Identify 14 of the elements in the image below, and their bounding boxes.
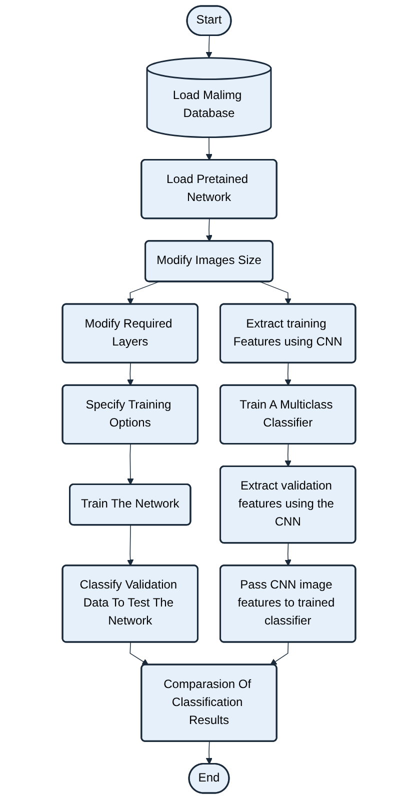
arrow [206,35,212,58]
arrow [127,524,134,566]
arrow [284,362,292,386]
arrow [127,362,134,386]
arrow [130,642,149,666]
arrow [206,136,212,160]
arrow [127,281,160,305]
arrow [260,281,292,305]
arrow [284,444,292,467]
arrow [127,444,134,485]
arrow [206,218,212,242]
arrow [270,642,289,666]
arrow [284,542,292,566]
arrow [206,741,212,764]
